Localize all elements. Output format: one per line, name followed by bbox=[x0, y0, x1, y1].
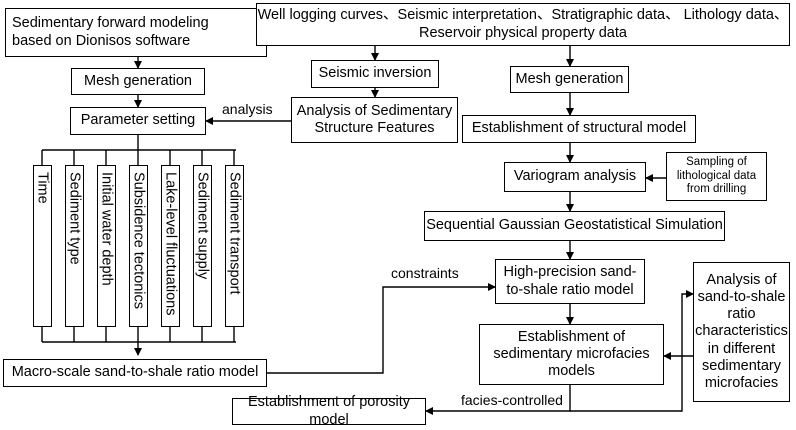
porosity-model-box: Establishment of porosity model bbox=[232, 394, 426, 428]
feedback-porosity-to-analysis bbox=[570, 290, 694, 412]
ratio-analysis-box: Analysis of sand-to-shale ratio characte… bbox=[693, 262, 790, 402]
param-sediment-supply-box: Sediment supply bbox=[193, 165, 212, 327]
sampling-text: Sampling of lithological data from drill… bbox=[676, 156, 757, 196]
param-subsidence-text: Subsidence tectonics bbox=[130, 172, 147, 310]
parameter-drops bbox=[41, 150, 235, 165]
variogram-analysis-text: Variogram analysis bbox=[513, 168, 637, 185]
param-water-depth-text: Initial water depth bbox=[98, 172, 115, 286]
arrow-macro-to-hp-constraints bbox=[267, 283, 496, 374]
param-sediment-transport-box: Sediment transport bbox=[225, 165, 244, 327]
macro-scale-model-box: Macro-scale sand-to-shale ratio model bbox=[3, 359, 267, 387]
porosity-model-text: Establishment of porosity model bbox=[248, 394, 410, 428]
left-mesh-generation-box: Mesh generation bbox=[71, 68, 205, 95]
structural-model-box: Establishment of structural model bbox=[462, 115, 696, 143]
parameter-rises bbox=[41, 327, 235, 342]
microfacies-model-text: Establishment of sedimentary microfacies… bbox=[493, 328, 650, 380]
structural-model-text: Establishment of structural model bbox=[471, 120, 687, 137]
param-sediment-type-box: Sediment type bbox=[65, 165, 84, 327]
seismic-inversion-text: Seismic inversion bbox=[318, 65, 432, 82]
high-precision-model-text: High-precision sand- to-shale ratio mode… bbox=[503, 264, 637, 298]
param-time-text: Time bbox=[34, 172, 51, 204]
dionisos-title-text: Sedimentary forward modeling based on Di… bbox=[12, 15, 209, 49]
high-precision-model-box: High-precision sand- to-shale ratio mode… bbox=[495, 259, 645, 304]
ratio-analysis-text: Analysis of sand-to-shale ratio characte… bbox=[695, 272, 788, 391]
edge-label-constraints: constraints bbox=[391, 265, 459, 281]
param-lake-level-text: Lake-level fluctuations bbox=[162, 172, 179, 316]
sgs-box: Sequential Gaussian Geostatistical Simul… bbox=[424, 211, 725, 241]
param-lake-level-box: Lake-level fluctuations bbox=[161, 165, 180, 327]
input-data-text: Well logging curves、Seismic interpretati… bbox=[257, 7, 789, 41]
variogram-analysis-box: Variogram analysis bbox=[504, 162, 646, 192]
input-data-box: Well logging curves、Seismic interpretati… bbox=[256, 3, 790, 46]
right-mesh-generation-text: Mesh generation bbox=[515, 70, 624, 87]
edge-label-analysis: analysis bbox=[222, 101, 273, 117]
left-mesh-generation-text: Mesh generation bbox=[83, 72, 192, 89]
param-time-box: Time bbox=[33, 165, 52, 327]
sgs-text: Sequential Gaussian Geostatistical Simul… bbox=[426, 217, 723, 234]
param-sediment-transport-text: Sediment transport bbox=[226, 172, 243, 295]
parameter-setting-text: Parameter setting bbox=[80, 112, 196, 129]
param-water-depth-box: Initial water depth bbox=[97, 165, 116, 327]
sedimentary-structure-analysis-box: Analysis of Sedimentary Structure Featur… bbox=[291, 97, 458, 143]
dionisos-title-box: Sedimentary forward modeling based on Di… bbox=[5, 8, 267, 57]
microfacies-model-box: Establishment of sedimentary microfacies… bbox=[479, 324, 664, 385]
param-subsidence-box: Subsidence tectonics bbox=[129, 165, 148, 327]
param-sediment-supply-text: Sediment supply bbox=[194, 172, 211, 280]
sedimentary-structure-analysis-text: Analysis of Sedimentary Structure Featur… bbox=[296, 102, 453, 136]
macro-scale-model-text: Macro-scale sand-to-shale ratio model bbox=[11, 364, 259, 381]
seismic-inversion-box: Seismic inversion bbox=[311, 60, 439, 88]
param-sediment-type-text: Sediment type bbox=[66, 172, 83, 265]
sampling-box: Sampling of lithological data from drill… bbox=[666, 152, 767, 201]
right-mesh-generation-box: Mesh generation bbox=[510, 66, 629, 93]
parameter-setting-box: Parameter setting bbox=[70, 107, 206, 135]
edge-label-facies-controlled: facies-controlled bbox=[461, 392, 563, 408]
